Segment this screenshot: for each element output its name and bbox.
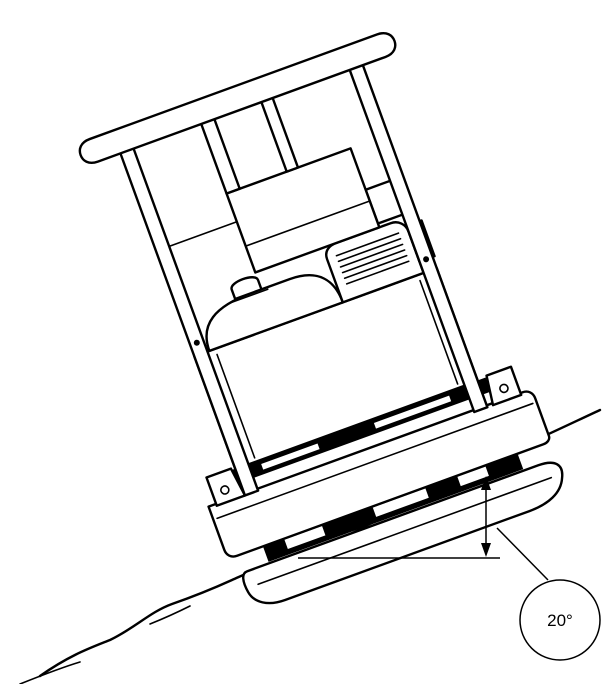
- angle-callout-label: 20°: [547, 611, 573, 630]
- handle-bolt-right: [423, 256, 430, 263]
- fuel-tank: [205, 274, 344, 353]
- arrowhead-top: [481, 476, 491, 490]
- right-bracket: [485, 365, 523, 407]
- angle-leader-line: [496, 527, 549, 581]
- handle-center-bar: [198, 112, 241, 195]
- base-plate: [242, 461, 564, 605]
- arrowhead-bottom: [481, 543, 491, 557]
- isolator-gap-mid: [372, 488, 429, 517]
- left-bracket-bolt: [220, 485, 230, 495]
- belt-guard-highlight: [261, 395, 452, 470]
- base-plate-inner-line: [257, 476, 553, 586]
- right-bracket-bolt: [499, 383, 509, 394]
- isolator-gap-right: [457, 466, 489, 487]
- fuel-cap-ring: [229, 288, 269, 304]
- angle-callout-circle: [519, 579, 601, 661]
- isolator-gap-left: [284, 525, 326, 550]
- engine-frame-divider: [216, 279, 459, 459]
- exciter-housing: [207, 390, 551, 558]
- handle-brace: [168, 220, 238, 248]
- engine-vents: [335, 232, 410, 285]
- exciter-housing-seam: [216, 402, 534, 520]
- plate-compactor: [78, 31, 564, 605]
- fuel-cap: [230, 276, 263, 301]
- upper-cover-line: [244, 200, 371, 247]
- slope-ground-texture: [19, 605, 191, 684]
- handle-center-bar-2: [258, 91, 300, 173]
- handle-grip: [78, 31, 397, 165]
- handle-bolt-left: [193, 339, 200, 346]
